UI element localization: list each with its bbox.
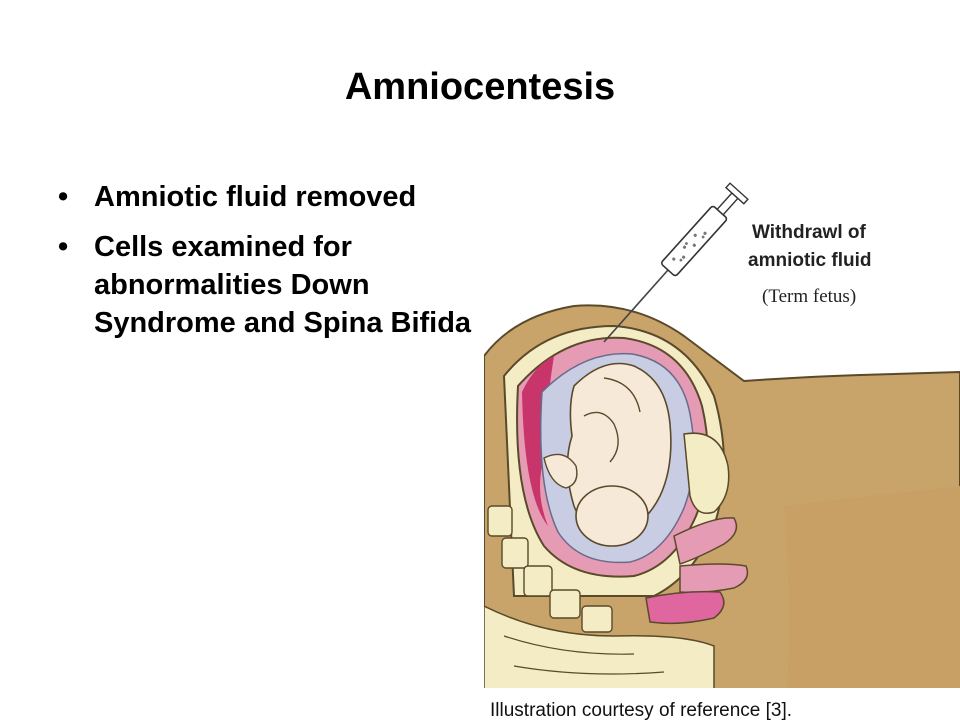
bullet-text: Amniotic fluid removed — [94, 181, 417, 213]
illustration-caption: Illustration courtesy of reference [3]. — [490, 700, 792, 720]
bullet-dot-icon: • — [58, 231, 69, 263]
amniocentesis-diagram: Withdrawl of amniotic fluid (Term fetus)… — [484, 166, 960, 720]
bullet-text: Cells examined for abnormalities Down Sy… — [94, 231, 472, 339]
slide-title: Amniocentesis — [344, 66, 616, 108]
bullet-item: • Amniotic fluid removed — [56, 178, 476, 216]
bullet-item: • Cells examined for abnormalities Down … — [56, 228, 476, 342]
bullet-list: • Amniotic fluid removed • Cells examine… — [56, 178, 476, 354]
label-withdrawl: Withdrawl of — [752, 222, 866, 243]
bullet-dot-icon: • — [58, 181, 69, 213]
label-term-fetus: (Term fetus) — [762, 286, 856, 307]
amniocentesis-illustration: Withdrawl of amniotic fluid (Term fetus)… — [484, 166, 960, 720]
label-amniotic-fluid: amniotic fluid — [748, 250, 872, 271]
